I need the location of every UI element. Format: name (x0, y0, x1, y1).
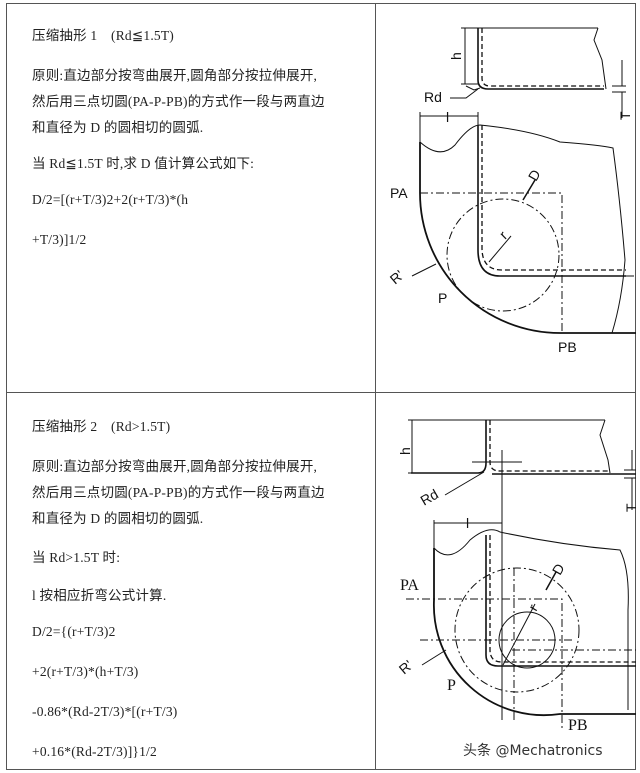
label-h: h (397, 447, 413, 455)
label-t: T (617, 111, 633, 120)
label-l: l (466, 515, 469, 531)
label-pa: PA (390, 185, 408, 201)
row2-formula: -0.86*(Rd-2T/3)*[(r+T/3) (32, 704, 178, 719)
label-t: T (623, 503, 639, 512)
row2-line: 和直径为 D 的圆相切的圆弧. (32, 511, 204, 526)
label-p: P (447, 677, 456, 694)
row1-line: 和直径为 D 的圆相切的圆弧. (32, 120, 204, 135)
row1-line: 然后用三点切圆(PA-P-PB)的方式作一段与两直边 (32, 94, 325, 109)
row2-title: 压缩抽形 2 (Rd>1.5T) (32, 419, 171, 434)
label-r-prime: R' (387, 267, 407, 287)
label-pb: PB (568, 717, 588, 734)
row2-formula: +2(r+T/3)*(h+T/3) (32, 664, 139, 679)
row2-line: 原则:直边部分按弯曲展开,圆角部分按拉伸展开, (32, 459, 318, 474)
watermark: 头条 @Mechatronics (460, 740, 606, 760)
row-divider (6, 392, 636, 393)
row2-formula: +0.16*(Rd-2T/3)]}1/2 (32, 744, 157, 759)
row1-line: 原则:直边部分按弯曲展开,圆角部分按拉伸展开, (32, 68, 318, 83)
row2-line: 当 Rd>1.5T 时: (32, 550, 121, 565)
label-l: l (446, 109, 449, 125)
label-r: r (496, 227, 511, 242)
label-p: P (438, 290, 447, 306)
diagram-2: h Rd T l PA D r R' P PB (396, 419, 639, 734)
diagram-1: h Rd T l PA D r R' P PB (387, 27, 636, 355)
row1-formula: D/2=[(r+T/3)2+2(r+T/3)*(h (32, 192, 189, 207)
column-divider (375, 3, 376, 770)
row1-formula: +T/3)]1/2 (32, 232, 87, 247)
label-r-prime: R' (396, 657, 416, 677)
label-rd: Rd (424, 89, 442, 105)
label-pb: PB (558, 339, 577, 355)
row1-title: 压缩抽形 1 (Rd≦1.5T) (32, 28, 175, 43)
label-h: h (448, 52, 464, 60)
label-pa: PA (400, 577, 419, 594)
row1-line: 当 Rd≦1.5T 时,求 D 值计算公式如下: (32, 156, 255, 171)
row2-formula: D/2={(r+T/3)2 (32, 624, 116, 639)
row2-line: l 按相应折弯公式计算. (32, 588, 167, 603)
label-rd: Rd (418, 486, 442, 509)
label-d: D (525, 167, 544, 184)
table-border (6, 3, 636, 770)
row2-line: 然后用三点切圆(PA-P-PB)的方式作一段与两直边 (32, 485, 325, 500)
label-d: D (549, 561, 568, 578)
